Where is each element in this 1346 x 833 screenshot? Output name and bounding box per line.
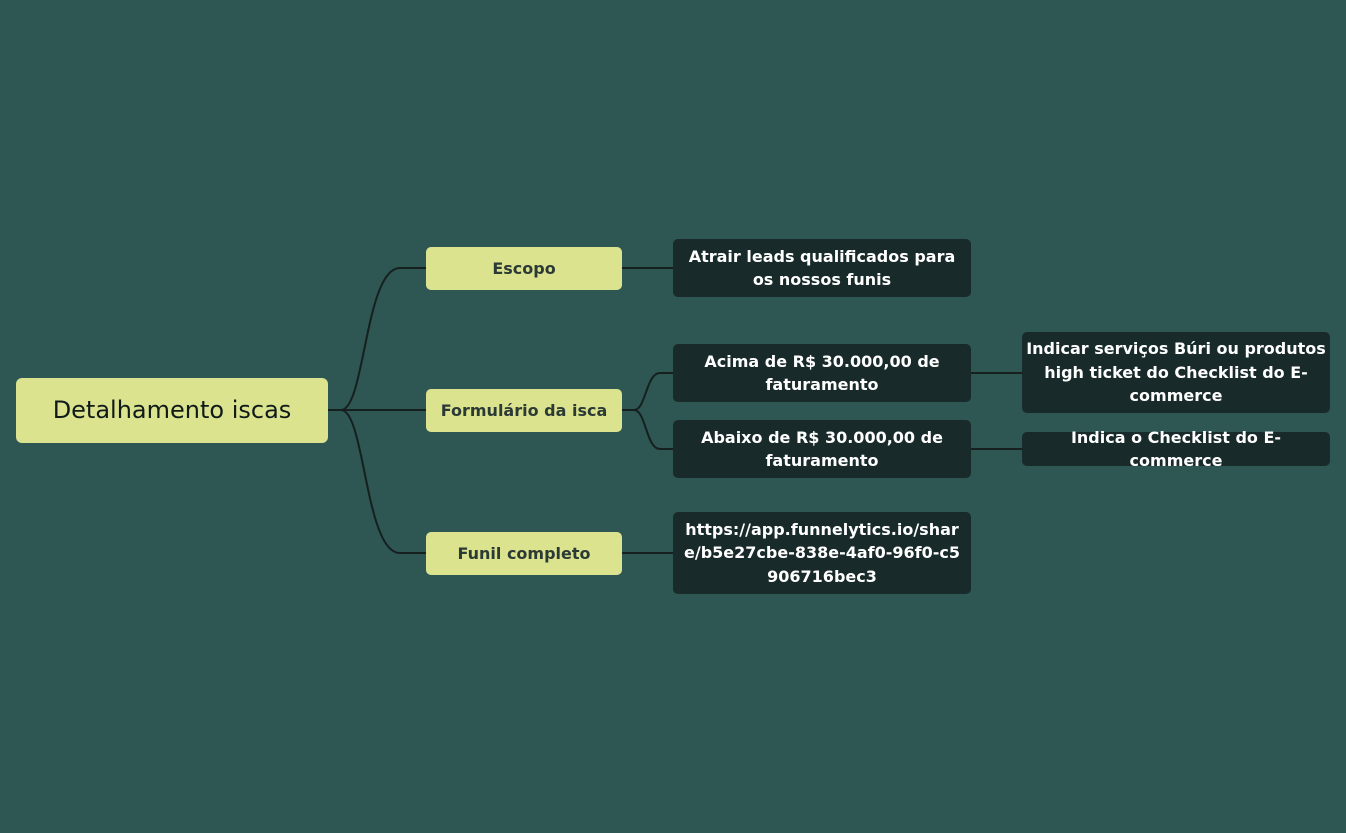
subtopic-atrair-leads-label: Atrair leads qualificados para os nossos… <box>688 246 956 290</box>
subtopic-funnelytics-link[interactable]: https://app.funnelytics.io/share/b5e27cb… <box>673 512 971 594</box>
subtopic-indica-checklist-label: Indica o Checklist do E-commerce <box>1070 427 1282 471</box>
subtopic-acima-30000[interactable]: Acima de R$ 30.000,00 de faturamento <box>673 344 971 402</box>
topic-escopo[interactable]: Escopo <box>426 247 622 290</box>
subtopic-atrair-leads[interactable]: Atrair leads qualificados para os nossos… <box>673 239 971 297</box>
subtopic-indicar-servicos[interactable]: Indicar serviços Búri ou produtos high t… <box>1022 332 1330 413</box>
subtopic-abaixo-30000[interactable]: Abaixo de R$ 30.000,00 de faturamento <box>673 420 971 478</box>
topic-formulario-label: Formulário da isca <box>440 400 608 420</box>
topic-funil-completo[interactable]: Funil completo <box>426 532 622 575</box>
subtopic-indicar-servicos-label: Indicar serviços Búri ou produtos high t… <box>1026 339 1326 406</box>
subtopic-indica-checklist[interactable]: Indica o Checklist do E-commerce <box>1022 428 1330 470</box>
topic-formulario-da-isca[interactable]: Formulário da isca <box>426 389 622 432</box>
subtopic-funnelytics-url: https://app.funnelytics.io/share/b5e27cb… <box>684 519 960 586</box>
connector-root-funil <box>328 409 426 554</box>
subtopic-acima-label: Acima de R$ 30.000,00 de faturamento <box>704 351 940 395</box>
connector-formulario-acima <box>622 372 673 411</box>
topic-funil-label: Funil completo <box>457 543 591 563</box>
connector-formulario-abaixo <box>622 409 673 450</box>
topic-escopo-label: Escopo <box>492 258 556 278</box>
root-topic-node[interactable]: Detalhamento iscas <box>16 378 328 443</box>
connector-root-escopo <box>328 267 426 411</box>
subtopic-abaixo-label: Abaixo de R$ 30.000,00 de faturamento <box>701 427 943 471</box>
root-topic-label: Detalhamento iscas <box>52 395 292 424</box>
